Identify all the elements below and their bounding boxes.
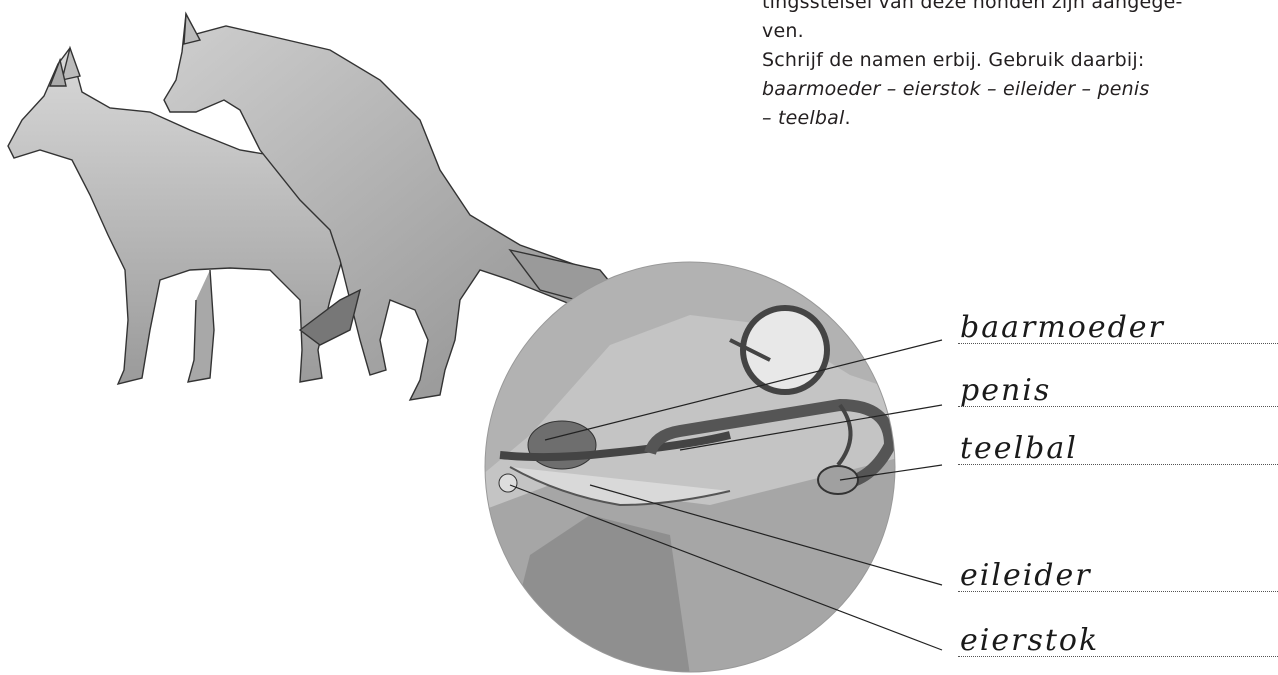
answer-line-teelbal[interactable]: teelbal — [958, 430, 1278, 465]
instruction-text: tingsstelsel van deze honden zijn aangeg… — [762, 0, 1262, 133]
label-eileider: eileider — [960, 558, 1092, 593]
answer-line-eileider[interactable]: eileider — [958, 557, 1278, 592]
answer-line-baarmoeder[interactable]: baarmoeder — [958, 309, 1278, 344]
reproductive-organs-closeup — [470, 255, 910, 675]
uterus-shape — [528, 421, 596, 469]
label-baarmoeder: baarmoeder — [960, 310, 1165, 345]
instruction-line-3: Schrijf de namen erbij. Gebruik daarbij: — [762, 46, 1262, 75]
instruction-terms-2: – teelbal. — [762, 104, 1262, 133]
label-teelbal: teelbal — [960, 431, 1078, 466]
instruction-line-1: tingsstelsel van deze honden zijn aangeg… — [762, 0, 1262, 17]
answer-line-penis[interactable]: penis — [958, 372, 1278, 407]
label-eierstok: eierstok — [960, 623, 1099, 658]
label-penis: penis — [960, 373, 1051, 408]
terms-period: . — [844, 107, 850, 129]
instruction-line-2: ven. — [762, 17, 1262, 46]
term-list-2: – teelbal — [762, 107, 844, 129]
ovary-shape — [499, 474, 517, 492]
testis-shape — [818, 466, 858, 494]
answer-line-eierstok[interactable]: eierstok — [958, 622, 1278, 657]
term-list-1: baarmoeder – eierstok – eileider – penis — [762, 78, 1149, 100]
instruction-terms-1: baarmoeder – eierstok – eileider – penis — [762, 75, 1262, 104]
